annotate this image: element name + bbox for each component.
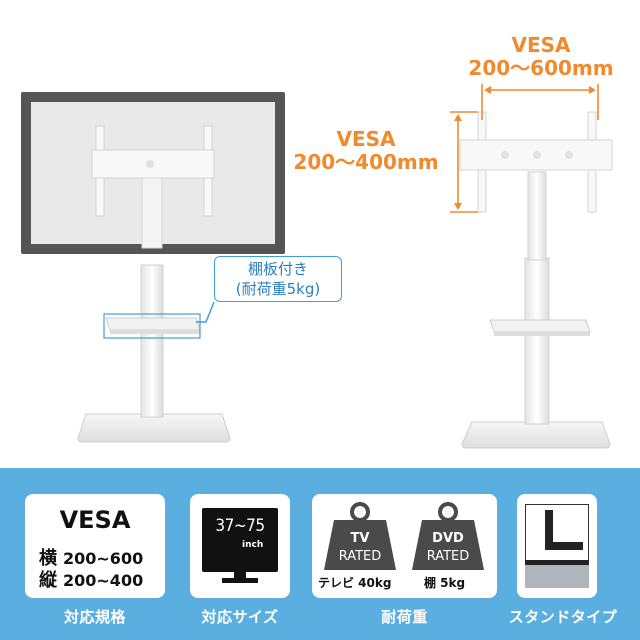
vesa-row-vertical: 縦 200~400 xyxy=(39,566,143,592)
vesa-row-vertical-value: 200~400 xyxy=(63,571,144,590)
shelf-callout-line1: 棚板付き xyxy=(247,260,308,278)
stand-type-icon xyxy=(525,504,589,588)
right-stand-no-tv xyxy=(459,111,613,449)
size-caption: 対応サイズ xyxy=(201,608,279,626)
vesa-vertical-label: VESA 200～400mm xyxy=(286,128,446,174)
vesa-card: VESA 横 200~600 縦 200~400 xyxy=(25,494,165,598)
tv-weight-icon: TV RATED xyxy=(324,502,396,570)
load-caption: 耐荷重 xyxy=(381,608,428,626)
size-card: 37~75 inch xyxy=(190,494,290,598)
dvd-weight-icon: DVD RATED xyxy=(412,502,484,570)
dvd-weight-line2: RATED xyxy=(427,549,470,564)
tv-stand-neck-icon xyxy=(234,572,246,578)
load-card: TV RATED DVD RATED テレビ 40kg 棚 5kg xyxy=(312,494,497,598)
shelf-callout: 棚板付き (耐荷重5kg) xyxy=(214,256,342,302)
tv-weight-line1: TV xyxy=(351,531,370,546)
type-caption: スタンドタイプ xyxy=(508,608,618,626)
vesa-vertical-line1: VESA xyxy=(336,127,396,151)
tv-screen-icon xyxy=(202,508,278,572)
shelf-highlight xyxy=(103,313,201,339)
vesa-row-vertical-key: 縦 xyxy=(39,570,57,591)
vesa-horizontal-line1: VESA xyxy=(511,33,571,57)
shelf-callout-line2: (耐荷重5kg) xyxy=(235,280,321,298)
vesa-row-horizontal: 横 200~600 xyxy=(39,544,143,570)
stand-illustration-svg xyxy=(21,84,613,449)
callout-leader-line xyxy=(196,301,215,323)
dvd-weight-line1: DVD xyxy=(432,531,464,546)
tv-stand-base-icon xyxy=(222,578,258,583)
type-card xyxy=(517,494,597,598)
left-stand-with-tv xyxy=(21,92,285,443)
product-illustration: VESA 200～600mm VESA 200～400mm 棚板付き (耐荷重5… xyxy=(21,34,626,449)
vesa-card-title: VESA xyxy=(59,506,131,534)
vesa-row-horizontal-value: 200~600 xyxy=(63,549,144,568)
vesa-row-horizontal-key: 横 xyxy=(39,548,57,569)
feature-band: VESA 横 200~600 縦 200~400 対応規格 37~75 inch 対… xyxy=(0,468,640,640)
vesa-caption: 対応規格 xyxy=(63,608,126,626)
tv-load-caption: テレビ 40kg xyxy=(318,576,392,590)
tv-weight-line2: RATED xyxy=(339,549,382,564)
vesa-horizontal-line2: 200～600mm xyxy=(468,56,614,80)
size-unit: inch xyxy=(242,540,264,550)
size-range: 37~75 xyxy=(215,516,265,536)
dvd-load-caption: 棚 5kg xyxy=(424,576,466,590)
vesa-horizontal-label: VESA 200～600mm xyxy=(456,34,626,80)
vesa-vertical-line2: 200～400mm xyxy=(293,150,439,174)
vesa-dimension-arrows xyxy=(450,84,599,213)
